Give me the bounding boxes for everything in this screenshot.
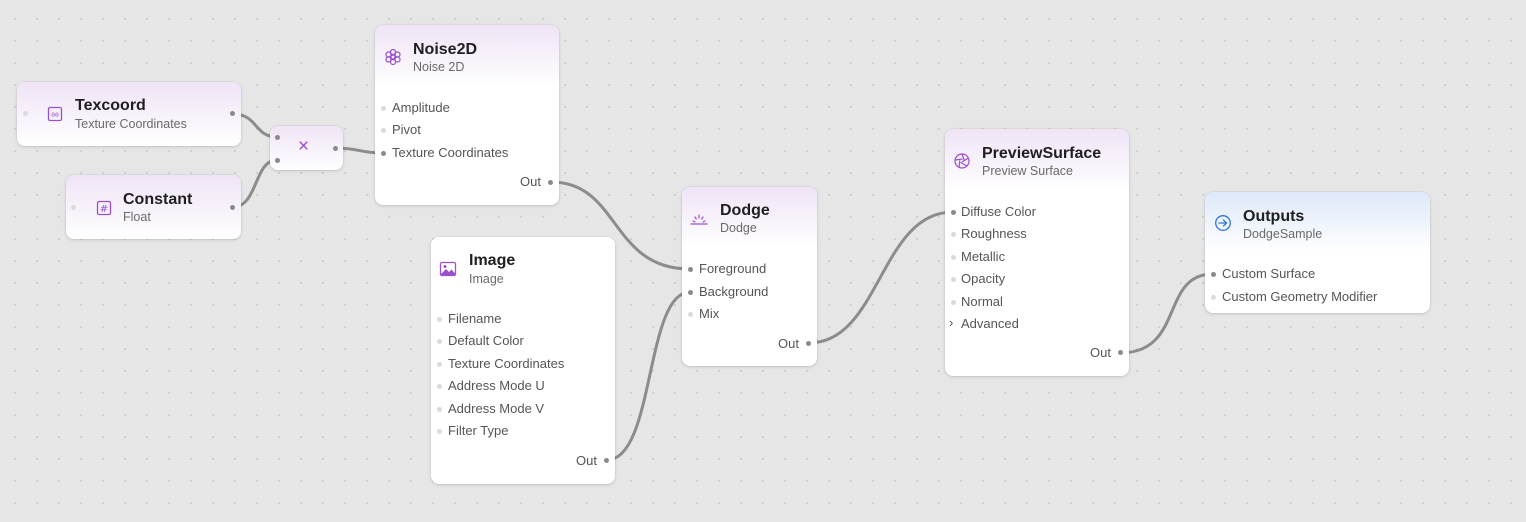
constant-input-port[interactable] [71, 205, 76, 210]
output-label: Out [1090, 345, 1111, 360]
input-port[interactable] [437, 384, 442, 389]
input-port[interactable] [688, 312, 693, 317]
texcoord-node[interactable]: 00 Texcoord Texture Coordinates [17, 82, 241, 146]
input-opacity: Opacity [961, 271, 1006, 286]
hash-icon: # [95, 199, 113, 217]
input-custom-surface: Custom Surface [1222, 266, 1316, 281]
input-port[interactable] [688, 290, 693, 295]
input-port[interactable] [951, 255, 956, 260]
input-port[interactable] [951, 210, 956, 215]
noise2d-node[interactable]: Noise2D Noise 2D Amplitude Pivot Texture… [375, 25, 559, 205]
multiply-output-port[interactable] [333, 146, 338, 151]
multiply-icon: × [298, 136, 310, 157]
texcoord-output-port[interactable] [230, 111, 235, 116]
input-address-mode-u: Address Mode U [448, 378, 545, 393]
chevron-right-icon[interactable]: › [949, 315, 954, 330]
constant-output-port[interactable] [230, 205, 235, 210]
input-filter-type: Filter Type [448, 423, 509, 438]
node-title: Noise2D [413, 41, 478, 58]
input-port[interactable] [437, 407, 442, 412]
node-title: Dodge [720, 202, 770, 219]
noise2d-output-port[interactable] [548, 180, 553, 185]
multiply-node[interactable]: × [270, 126, 343, 170]
input-port[interactable] [951, 300, 956, 305]
input-texture-coordinates: Texture Coordinates [392, 145, 509, 160]
node-subtitle: Noise 2D [413, 60, 465, 74]
multiply-input-port-a[interactable] [275, 135, 280, 140]
input-pivot: Pivot [392, 122, 421, 137]
node-title: Constant [123, 191, 193, 208]
node-subtitle: Texture Coordinates [75, 117, 187, 131]
node-subtitle: Dodge [720, 221, 757, 235]
texcoord-icon: 00 [46, 105, 64, 123]
input-port[interactable] [951, 232, 956, 237]
constant-node[interactable]: # Constant Float [66, 175, 241, 239]
input-port[interactable] [1211, 295, 1216, 300]
preview-output-port[interactable] [1118, 350, 1123, 355]
input-custom-geometry-modifier: Custom Geometry Modifier [1222, 289, 1378, 304]
input-port[interactable] [437, 429, 442, 434]
aperture-icon [953, 152, 971, 170]
node-subtitle: Float [123, 210, 151, 224]
input-normal: Normal [961, 294, 1003, 309]
output-label: Out [576, 453, 597, 468]
input-foreground: Foreground [699, 261, 767, 276]
arrow-circle-icon [1214, 214, 1232, 232]
input-port[interactable] [437, 317, 442, 322]
input-port[interactable] [381, 106, 386, 111]
advanced-disclosure[interactable]: Advanced [961, 316, 1019, 331]
node-subtitle: DodgeSample [1243, 227, 1323, 241]
input-address-mode-v: Address Mode V [448, 401, 545, 416]
dodge-node[interactable]: Dodge Dodge Foreground Background Mix Ou… [682, 187, 817, 366]
input-port[interactable] [437, 362, 442, 367]
svg-text:00: 00 [51, 111, 59, 119]
outputs-node[interactable]: Outputs DodgeSample Custom Surface Custo… [1205, 192, 1430, 313]
node-title: Image [469, 252, 516, 269]
input-diffuse-color: Diffuse Color [961, 204, 1036, 219]
node-title: Texcoord [75, 97, 146, 114]
wire-dodge-to-diffuse [807, 210, 955, 345]
noise-icon [384, 48, 402, 66]
input-filename: Filename [448, 311, 502, 326]
input-port[interactable] [381, 128, 386, 133]
multiply-input-port-b[interactable] [275, 158, 280, 163]
input-port[interactable] [951, 277, 956, 282]
output-label: Out [778, 336, 799, 351]
input-port[interactable] [381, 151, 386, 156]
input-port[interactable] [1211, 272, 1216, 277]
node-subtitle: Image [469, 272, 504, 286]
preview-surface-node[interactable]: PreviewSurface Preview Surface Diffuse C… [945, 129, 1129, 376]
input-amplitude: Amplitude [392, 100, 450, 115]
image-output-port[interactable] [604, 458, 609, 463]
output-label: Out [520, 174, 541, 189]
texcoord-input-port[interactable] [23, 111, 28, 116]
input-mix: Mix [699, 306, 720, 321]
node-subtitle: Preview Surface [982, 164, 1074, 178]
input-texture-coordinates: Texture Coordinates [448, 356, 565, 371]
input-roughness: Roughness [961, 226, 1027, 241]
wire-image-to-background [605, 290, 692, 462]
dodge-output-port[interactable] [806, 341, 811, 346]
svg-text:#: # [100, 204, 108, 215]
input-port[interactable] [437, 339, 442, 344]
input-background: Background [699, 284, 769, 299]
image-node[interactable]: Image Image Filename Default Color Textu… [431, 237, 615, 484]
input-default-color: Default Color [448, 333, 524, 348]
node-title: Outputs [1243, 208, 1305, 225]
input-port[interactable] [688, 267, 693, 272]
node-title: PreviewSurface [982, 145, 1102, 162]
image-icon [439, 260, 457, 278]
wire-preview-to-surface [1118, 272, 1215, 355]
input-metallic: Metallic [961, 249, 1006, 264]
dodge-icon [690, 210, 708, 228]
